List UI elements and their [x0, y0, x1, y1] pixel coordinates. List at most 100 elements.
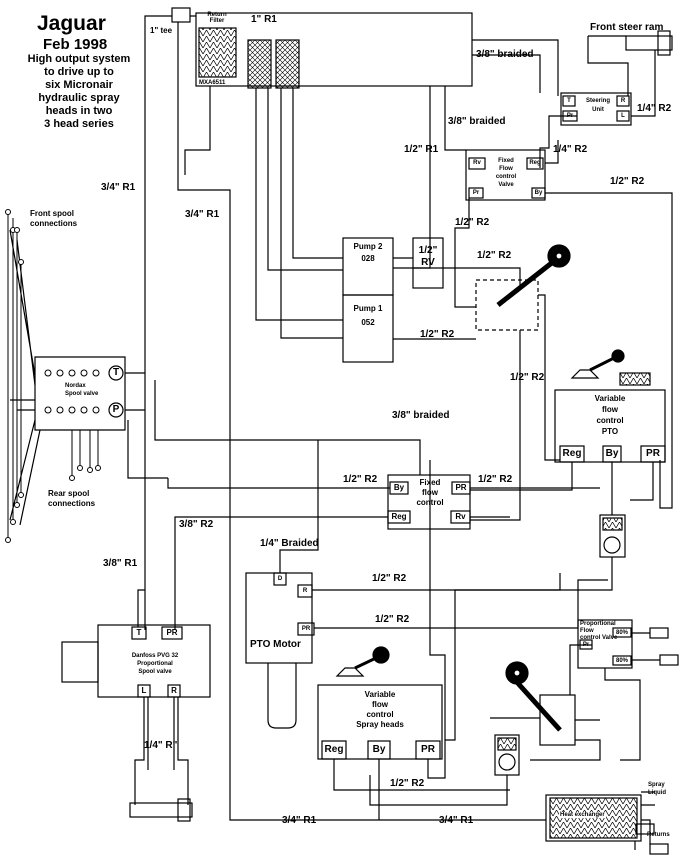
relief-valve-label: 1/2" RV [413, 246, 443, 268]
hose-14-r: 1/4" R" [144, 740, 178, 751]
ffm-port-by: By [393, 483, 405, 492]
check-valve-2-ball [498, 753, 516, 771]
front-steer-ram-end [657, 30, 671, 56]
fft-line: Flow [499, 166, 513, 172]
spool-lines [9, 229, 145, 526]
hose-38-braided-top-label: 3/8" braided [476, 49, 534, 60]
vsh-knob [372, 646, 390, 664]
steering-port-t: T [567, 98, 571, 104]
hose-12-r2-f: 1/2" R2 [343, 474, 378, 485]
hose-14-r2-steer-label: 1/4" R2 [637, 103, 672, 114]
fixed-flow-mid-valve [387, 474, 471, 530]
hose-14-r2-label: 1/4" R2 [553, 144, 588, 155]
system-description: High output system to drive up to six Mi… [24, 53, 134, 131]
variable-spray-label: Variable flow control Spray heads [330, 690, 430, 730]
return-connector-1 [635, 823, 655, 835]
spray-pump-arm [513, 678, 562, 732]
spray-head-connector-2 [659, 654, 679, 666]
hose-34-r1-bot-a: 3/4" R1 [282, 815, 317, 826]
hose-12-r2-h: 1/2" R2 [372, 573, 407, 584]
nordax-line: Spool valve [65, 391, 99, 397]
front-spool-line: Front spool [30, 209, 74, 218]
hose-34-r1-b: 3/4" R1 [185, 209, 220, 220]
description-line: 3 head series [44, 118, 114, 130]
fft-port-pr-box [468, 187, 484, 199]
danfoss-line: Danfoss PVG 32 [131, 653, 179, 659]
description-line: heads in two [45, 105, 113, 117]
danfoss-port-r: R [171, 686, 177, 695]
hose-14-braided: 1/4" Braided [260, 538, 319, 549]
check-valve-ball [603, 536, 621, 554]
fixed-flow-top-hoses [413, 86, 673, 509]
pump-1-line: 052 [361, 318, 375, 327]
spray-liquid-line: Spray [648, 782, 665, 788]
steering-unit-line: Steering [585, 98, 610, 104]
spray-pump-hoses [490, 717, 601, 761]
steering-port-t-box [562, 95, 576, 107]
spray-pump-knob-center [513, 669, 521, 677]
heat-exchanger-label: Heat exchanger [559, 812, 606, 818]
pump-drive-knob-center [555, 252, 563, 260]
hose-12-r2-a: 1/2" R2 [610, 176, 645, 187]
heat-exchanger-hoses [540, 791, 655, 850]
heat-exchanger-core [549, 797, 638, 839]
steering-port-l-box [616, 110, 630, 122]
rear-spool-label: Rear spool connections [48, 490, 95, 508]
vsh-knob-arm [354, 656, 377, 670]
vpto-line: PTO [601, 427, 619, 436]
danfoss-line: Spool valve [138, 669, 172, 675]
t-port-circle [108, 365, 124, 381]
rv-line: 1/2" [418, 245, 438, 256]
fft-port-rv-box [468, 157, 486, 170]
pto-port-r: R [302, 588, 308, 594]
front-spool-connection-points [5, 209, 24, 543]
vsh-port-by: By [372, 744, 386, 755]
heat-exchanger [545, 794, 642, 842]
hose-12-r2-g: 1/2" R2 [478, 474, 513, 485]
danfoss-ram-body [129, 802, 193, 818]
danfoss-port-t-box [131, 626, 147, 640]
hose-1in-r1-label: 1" R1 [251, 14, 277, 25]
fft-port-reg-box [526, 157, 544, 170]
check-valve-2-spring [497, 737, 517, 751]
check-valve-spring [602, 517, 623, 531]
hose-38-braided-mid-label: 3/8" braided [448, 116, 506, 127]
fft-port-pr: Pr [472, 190, 480, 196]
pfc-hoses [569, 632, 660, 761]
rear-spool-line: Rear spool [48, 489, 90, 498]
returns-label: Returns [647, 832, 670, 838]
relief-valve-rv [412, 237, 444, 289]
ffm-port-reg: Reg [391, 512, 407, 521]
vpto-knob-arm [589, 356, 615, 372]
hose-34-r1-a: 3/4" R1 [101, 182, 136, 193]
danfoss-hoses [134, 589, 189, 805]
fixed-flow-mid-hoses [127, 420, 600, 630]
pto-port-r-box [297, 584, 313, 598]
pto-port-pr: PR [301, 626, 311, 632]
danfoss-port-l: L [141, 686, 147, 695]
p-port-circle [108, 402, 124, 418]
danfoss-ram-end [177, 798, 191, 822]
front-steer-ram-label: Front steer ram [590, 22, 664, 33]
spool-handles [44, 369, 100, 414]
vpto-line: flow [602, 405, 618, 414]
danfoss-port-pr-box [161, 626, 183, 640]
pump-1 [342, 294, 394, 363]
fft-line: control [495, 174, 517, 180]
vsh-port-reg: Reg [324, 744, 344, 755]
pump-2-line: Pump 2 [353, 242, 383, 251]
vsh-port-pr: PR [421, 744, 435, 755]
vsh-hoses [333, 460, 510, 820]
front-steer-ram-body [625, 35, 673, 51]
description-line: six Micronair [45, 79, 113, 91]
vpto-port-reg: Reg [562, 448, 582, 459]
pump-drive-hoses [470, 294, 560, 521]
vsh-line: flow [372, 700, 388, 709]
ffm-line: control [416, 498, 444, 507]
fft-port-rv: Rv [473, 160, 481, 166]
front-spool-line: connections [30, 219, 78, 228]
pump-2-label: Pump 2 028 [343, 243, 393, 263]
danfoss-side-block [61, 641, 99, 683]
pto-motor-hoses [279, 440, 608, 629]
pfc-line: Proportional [580, 621, 616, 627]
